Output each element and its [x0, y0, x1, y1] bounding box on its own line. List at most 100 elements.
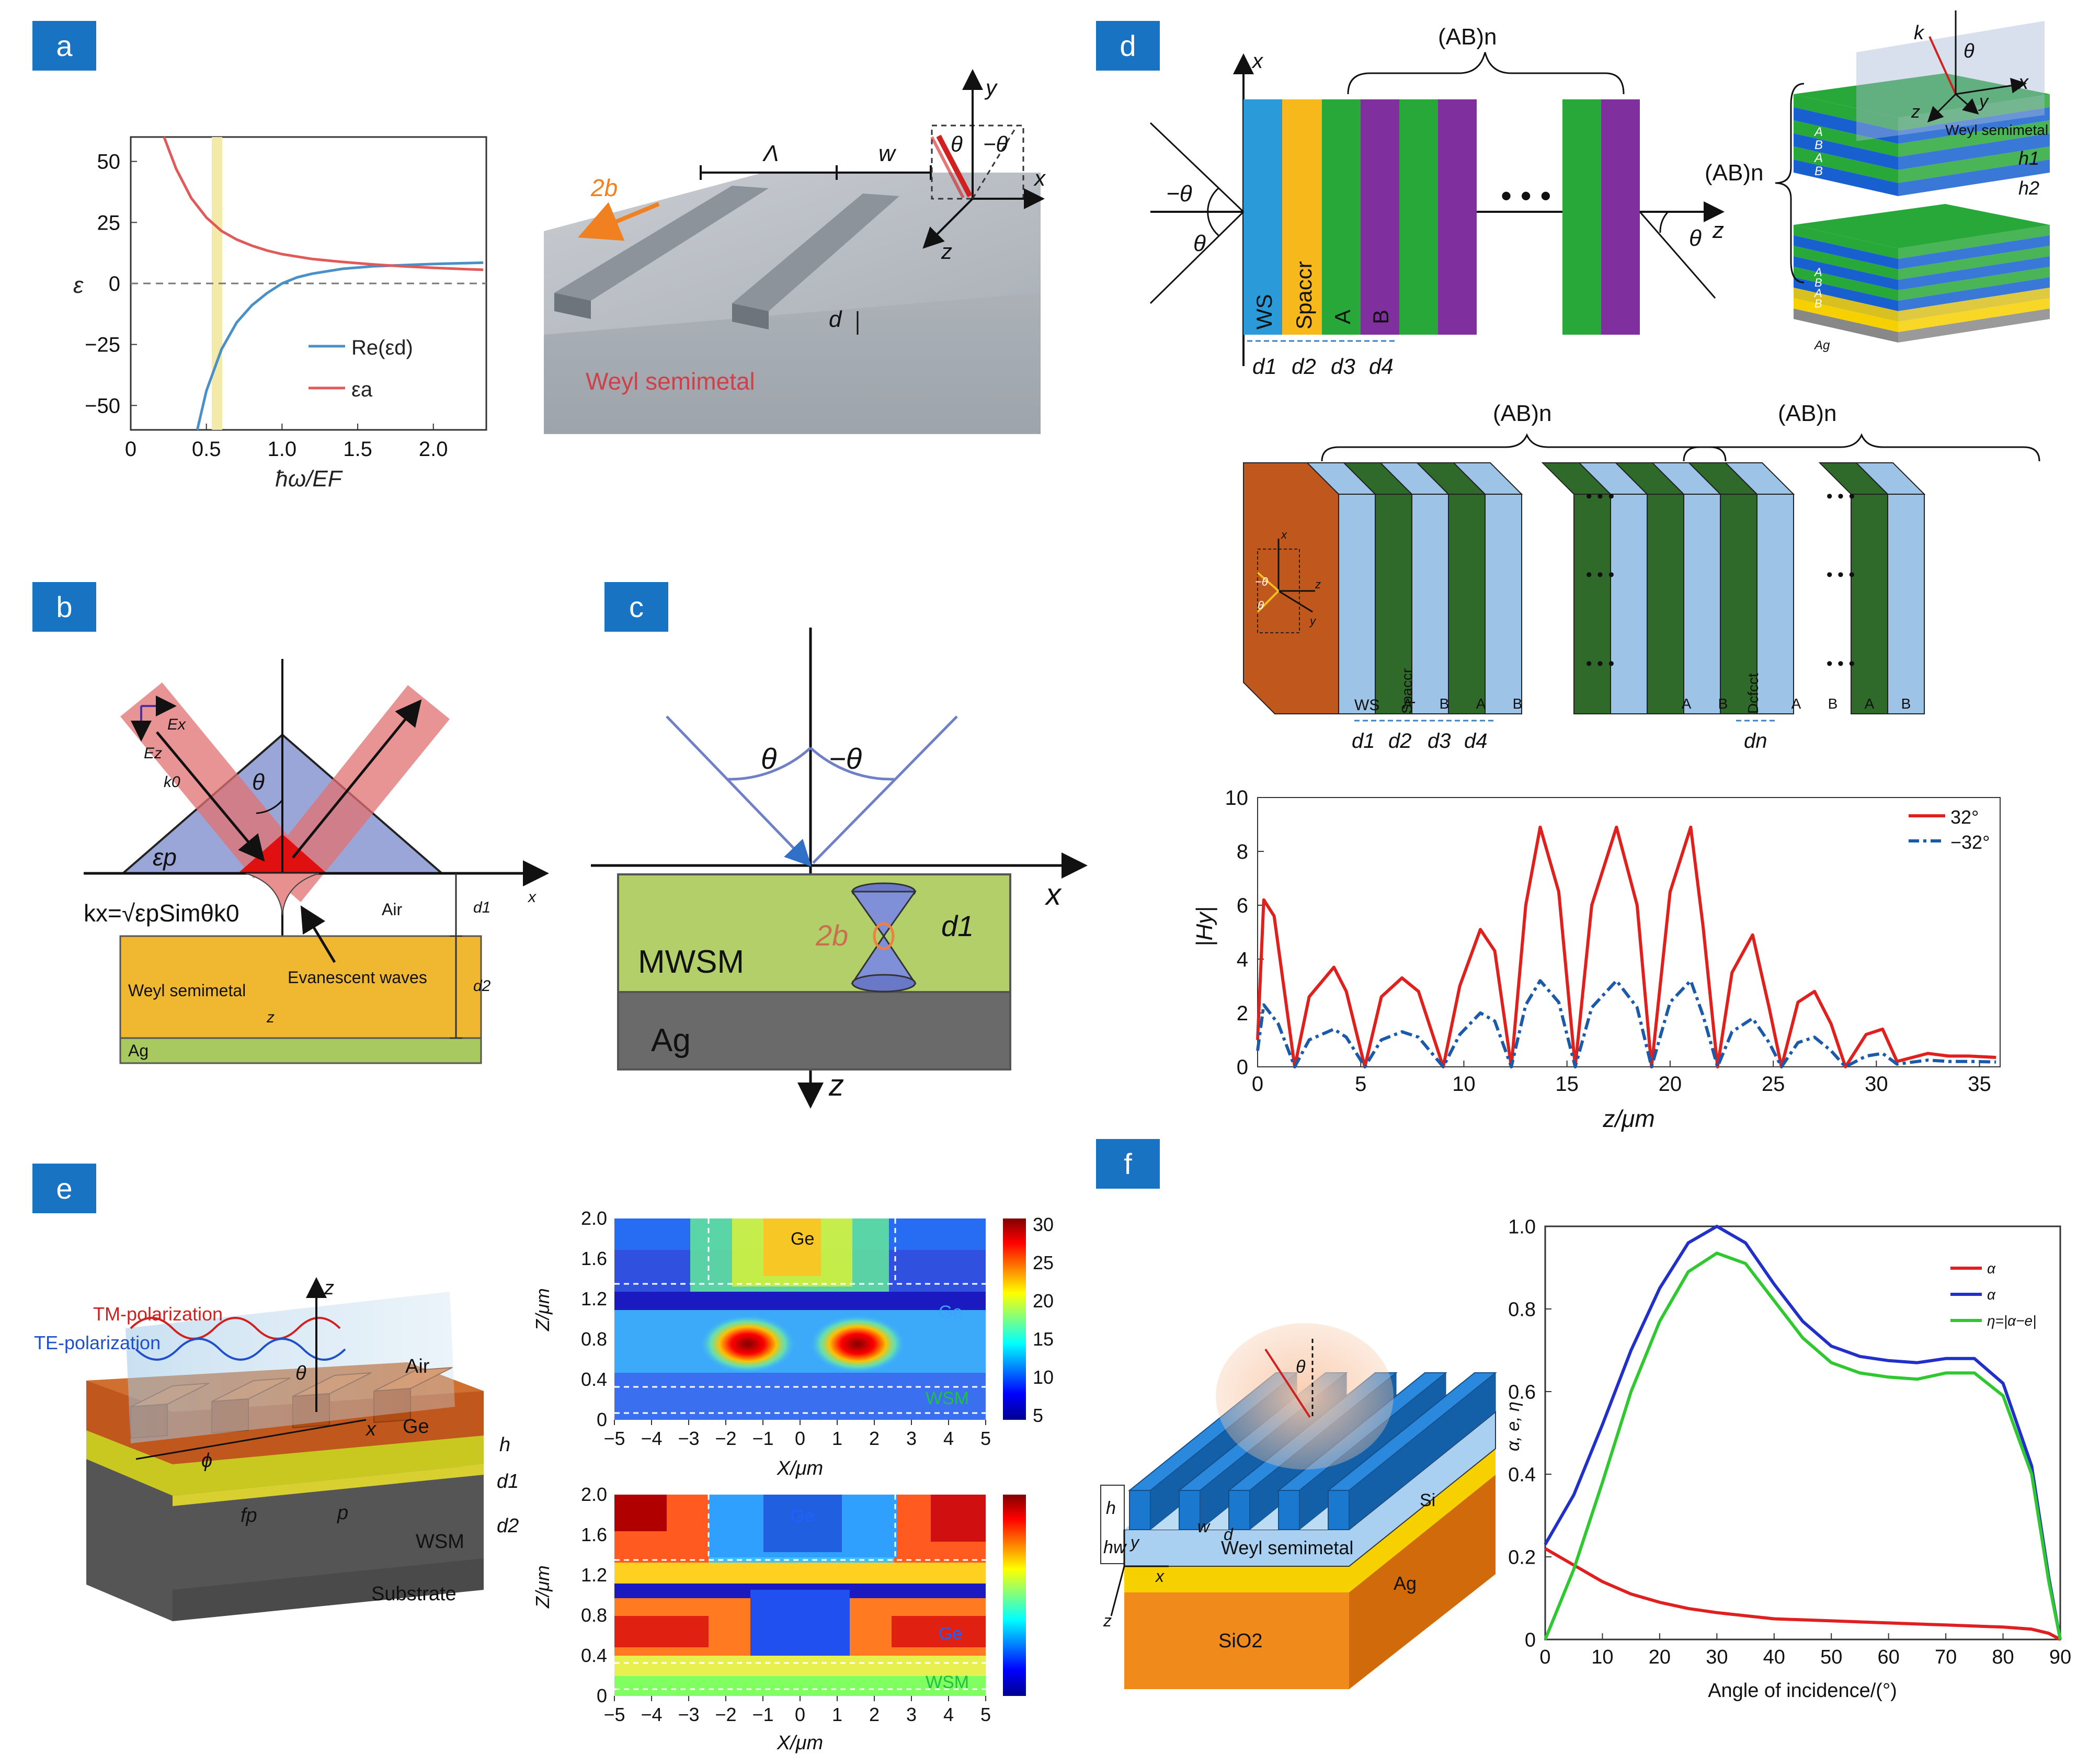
- layer-spacer: [1282, 99, 1322, 335]
- x-tick-label: 0: [1252, 1073, 1263, 1096]
- evanescent-pointer: [300, 905, 336, 963]
- svg-text:θ: θ: [1258, 599, 1264, 612]
- layer-side: [1898, 277, 2050, 311]
- d3-label: d3: [1428, 730, 1451, 753]
- x-tick-label: 3: [906, 1428, 917, 1449]
- d1-label: d1: [497, 1471, 519, 1493]
- colorbar-tick-label: 20: [1033, 1290, 1054, 1312]
- weyl-layer: [119, 935, 482, 1039]
- y-tick-label: 1.2: [581, 1288, 607, 1309]
- x-tick-label: 15: [1555, 1073, 1579, 1096]
- x-tick-label: 4: [943, 1704, 954, 1725]
- y-tick-label: 2: [1237, 1002, 1248, 1025]
- x-tick-label: −2: [715, 1704, 736, 1725]
- series-line-1: [1544, 1225, 2062, 1640]
- layer-label: A: [1476, 696, 1486, 712]
- ab-n-label-1: (AB)n: [1493, 401, 1551, 426]
- y-tick-label: 2.0: [581, 1484, 607, 1505]
- block-top: [1794, 204, 2050, 248]
- x-tick-label: 10: [1591, 1646, 1613, 1668]
- layer-front: [1794, 107, 1898, 144]
- panel-tag-c: c: [604, 582, 668, 632]
- panel-tag-f: f: [1096, 1139, 1160, 1189]
- x-tick-label: 2.0: [419, 438, 448, 461]
- lower-layer-label: B: [1814, 297, 1822, 310]
- weyl-label: Weyl semimetal: [1945, 122, 2048, 138]
- h2-label: h2: [2018, 177, 2039, 199]
- si-ridge-side: [1349, 1372, 1496, 1531]
- x-tick-label: 25: [1762, 1073, 1785, 1096]
- ridge-1: [554, 186, 769, 301]
- layer-b: [1361, 99, 1399, 335]
- colorbar-tick-label: 25: [1033, 1252, 1054, 1273]
- legend: α α η=|α−e|: [1950, 1260, 2036, 1329]
- substrate-label: Substrate: [371, 1583, 456, 1605]
- mwsm-layer: [617, 873, 1011, 993]
- legend: Re(εd) εa: [309, 336, 413, 401]
- theta-label: θ: [252, 769, 265, 795]
- ge-label-top: Ge: [791, 1229, 814, 1249]
- mid-layer: [1851, 494, 1888, 714]
- x-label: x: [1044, 878, 1062, 912]
- kx-formula: kx=√εpSimθk0: [84, 899, 239, 927]
- mid-layer: [1887, 494, 1925, 714]
- spacer-label: Spaccr: [1292, 261, 1316, 329]
- x-label: x: [1155, 1567, 1165, 1586]
- x-tick-label: 2: [869, 1428, 880, 1449]
- si-ridge-front: [1278, 1490, 1300, 1530]
- layer-side: [1898, 235, 2050, 269]
- layer-a-2: [1399, 99, 1438, 335]
- layer-front: [1794, 133, 1898, 170]
- layer-label: A: [1403, 696, 1413, 712]
- h1-label: h1: [2018, 147, 2039, 169]
- d2-label: d2: [497, 1515, 519, 1537]
- x-tick-label: 1.5: [343, 438, 372, 461]
- y-tick-label: 0.8: [581, 1328, 607, 1350]
- x-tick-label: −4: [641, 1704, 662, 1725]
- y-tick-label: −25: [85, 334, 120, 357]
- incident-beam-band: [120, 682, 295, 879]
- a-label: A: [1330, 310, 1355, 324]
- layer-front: [1794, 288, 1898, 322]
- x-tick-label: 2: [869, 1704, 880, 1725]
- layer-side: [1898, 298, 2050, 332]
- neg-theta-label: −θ: [829, 742, 862, 775]
- x-tick-label: 20: [1649, 1646, 1671, 1668]
- incidence-cone: [1216, 1323, 1394, 1470]
- w-label: w: [878, 141, 897, 166]
- layer-label: A: [1865, 696, 1875, 712]
- layer-front: [1794, 309, 1898, 343]
- upper-layer-label: A: [1813, 125, 1823, 139]
- panel-a-grating-schematic: Λ w 2b d Weyl semimetal y x z θ −θ: [544, 69, 1046, 434]
- panel-tag-e: e: [32, 1164, 96, 1213]
- mid-layer: [1375, 494, 1412, 714]
- layer-side: [1898, 246, 2050, 280]
- mid-layer: [1573, 494, 1611, 714]
- series-line-0: [196, 261, 484, 430]
- block-top: [1794, 73, 2050, 118]
- si-ridge-front: [1179, 1490, 1201, 1530]
- x-axis-label: X/μm: [777, 1457, 823, 1479]
- colorbar-tick-label: 30: [1033, 1214, 1054, 1235]
- hotspot-left: [701, 1315, 795, 1373]
- layer-side: [1898, 225, 2050, 259]
- colorbar-tick-label: 10: [1033, 1366, 1054, 1388]
- lower-layer-label: B: [1814, 276, 1822, 289]
- x-tick-label: 70: [1935, 1646, 1957, 1668]
- x-tick-label: 10: [1452, 1073, 1476, 1096]
- layer-side: [1898, 120, 2050, 157]
- air-label: Air: [405, 1356, 430, 1377]
- z-label: z: [828, 1068, 844, 1102]
- d1-label: d1: [1252, 354, 1277, 379]
- k-vector: [1928, 36, 1957, 95]
- layer-side: [1898, 267, 2050, 301]
- x-tick-label: −3: [678, 1704, 699, 1725]
- series-line-1: [1256, 979, 1996, 1068]
- y-tick-label: 0.4: [581, 1645, 607, 1666]
- ge-label: Ge: [403, 1416, 429, 1438]
- tm-wave: [130, 1317, 341, 1340]
- ridge-2: [732, 193, 899, 311]
- layer-front: [1794, 225, 1898, 259]
- reflected-beam-band: [261, 685, 450, 902]
